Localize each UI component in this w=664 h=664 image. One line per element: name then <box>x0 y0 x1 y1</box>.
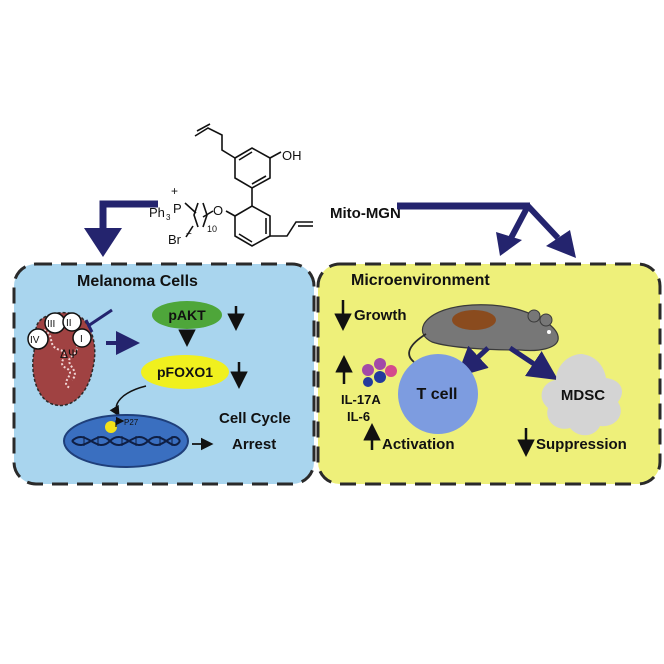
cytokine-dots <box>362 358 397 387</box>
complex-iv-label: IV <box>30 335 40 346</box>
minus-charge: − <box>186 229 192 240</box>
melanoma-title: Melanoma Cells <box>77 273 198 290</box>
growth-label: Growth <box>354 307 407 324</box>
activation-label: Activation <box>382 436 455 453</box>
microenvironment-title: Microenvironment <box>351 272 490 289</box>
mdsc-label: MDSC <box>561 387 605 404</box>
il17a-label: IL-17A <box>341 392 381 407</box>
tcell-label: T cell <box>417 386 458 403</box>
delta-psi-label: ΔΨ <box>60 347 78 361</box>
chain-subscript: 10 <box>207 224 217 234</box>
mito-mgn-label: Mito-MGN <box>330 205 401 222</box>
ph-label: Ph <box>149 205 165 220</box>
arrest-label: Arrest <box>232 436 276 453</box>
complex-ii-label: II <box>66 318 72 329</box>
pakt-label: pAKT <box>168 307 206 323</box>
plus-charge: + <box>171 184 178 198</box>
left-flow-arrow <box>84 200 158 257</box>
p27-arrow <box>115 416 125 427</box>
lower-ring <box>234 205 271 247</box>
mouse <box>408 304 559 363</box>
inhibition-symbol <box>84 308 113 333</box>
oh-label: OH <box>282 148 302 163</box>
upper-ring <box>234 147 271 189</box>
tumor <box>452 310 496 330</box>
p27-label: P27 <box>124 418 139 427</box>
pakt-ellipse <box>152 301 222 329</box>
phosphorus-label: P <box>173 201 182 216</box>
to-nucleus-arrow <box>109 385 147 417</box>
bromide-label: Br <box>168 232 182 247</box>
cell-cycle-label: Cell Cycle <box>219 410 291 427</box>
promoter-dot <box>105 421 117 433</box>
il6-label: IL-6 <box>347 409 370 424</box>
mito-mgn-structure <box>184 123 313 247</box>
nucleus-oval <box>63 414 189 468</box>
pfoxo1-ellipse <box>141 355 229 389</box>
right-flow-arrow <box>397 202 576 258</box>
tcell-circle <box>398 354 478 434</box>
etc-complexes <box>27 312 92 350</box>
complex-iv-circle <box>27 328 49 350</box>
complex-ii-circle <box>62 312 82 332</box>
to-mdsc-arrow <box>508 345 559 381</box>
complex-i-circle <box>72 328 92 348</box>
lower-allyl <box>270 221 313 237</box>
complex-i-label: I <box>80 334 83 345</box>
ether-o-label: O <box>213 203 223 218</box>
mdsc-shape <box>541 354 622 436</box>
dna-helix <box>71 435 181 447</box>
ph-subscript: 3 <box>166 213 171 222</box>
complex-iii-label: III <box>47 319 55 330</box>
pfoxo1-label: pFOXO1 <box>157 364 213 380</box>
suppression-label: Suppression <box>536 436 627 453</box>
upper-allyl <box>194 127 236 159</box>
